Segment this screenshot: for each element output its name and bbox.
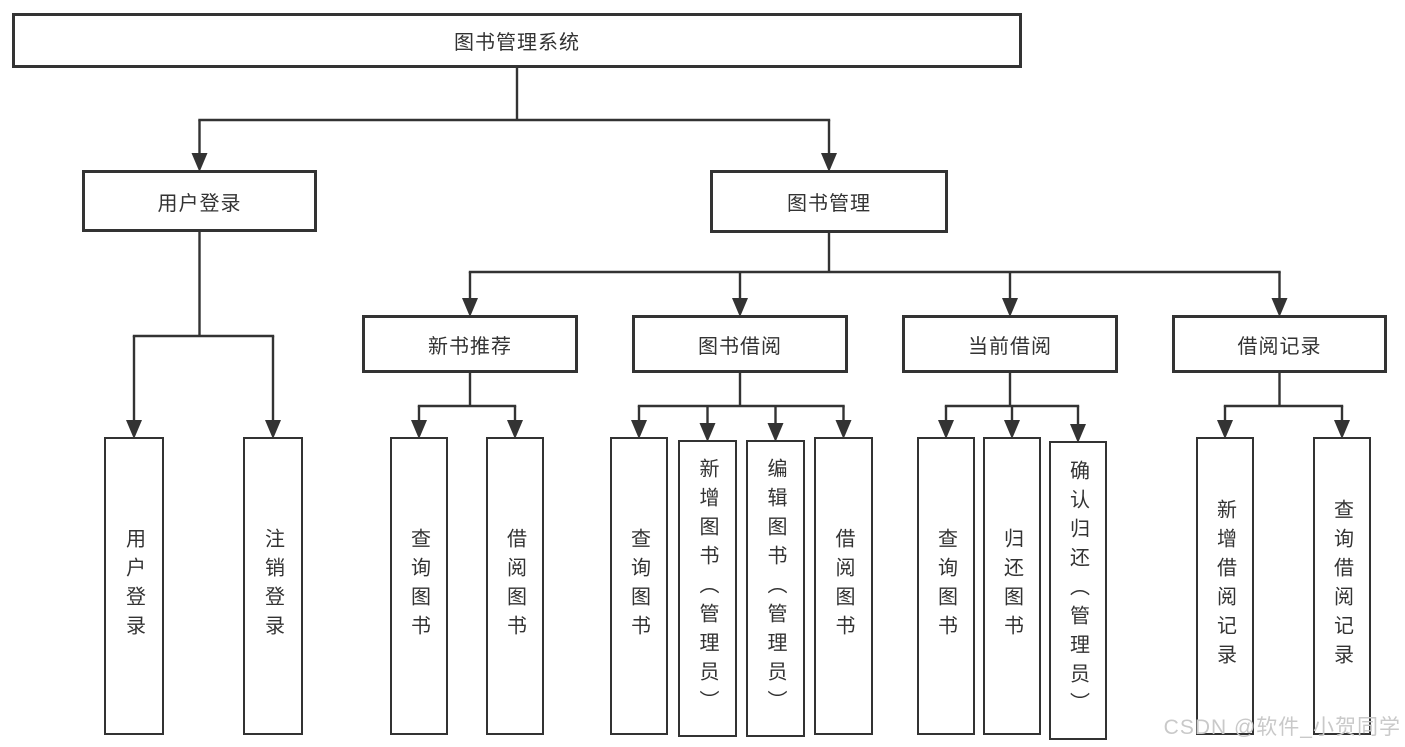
node-c-return: 归还图书 xyxy=(983,437,1041,735)
node-root: 图书管理系统 xyxy=(12,13,1022,68)
arrowhead-icon xyxy=(1271,298,1288,317)
node-newrec: 新书推荐 xyxy=(362,315,578,373)
arrowhead-icon xyxy=(411,420,427,439)
node-label-login: 用户登录 xyxy=(157,192,242,215)
node-l-logout: 注销登录 xyxy=(243,437,303,735)
node-label-l-login: 用户登录 xyxy=(122,528,145,644)
arrowhead-icon xyxy=(1070,424,1086,443)
arrowhead-icon xyxy=(507,420,523,439)
arrowhead-icon xyxy=(1217,420,1233,439)
arrowhead-icon xyxy=(265,420,281,439)
node-label-c-confirm: 确认归还（管理员） xyxy=(1066,460,1089,721)
node-label-mgmt: 图书管理 xyxy=(787,193,871,215)
node-current: 当前借阅 xyxy=(902,315,1118,373)
node-label-c-query: 查询图书 xyxy=(934,528,957,644)
node-mgmt: 图书管理 xyxy=(710,170,948,233)
arrowhead-icon xyxy=(699,423,716,442)
node-b-edit: 编辑图书（管理员） xyxy=(746,440,805,737)
csdn-watermark: CSDN @软件_小贺同学 xyxy=(1163,716,1401,739)
node-label-root: 图书管理系统 xyxy=(454,32,580,54)
node-nr-query: 查询图书 xyxy=(390,437,448,735)
arrowhead-icon xyxy=(821,153,837,172)
node-label-current: 当前借阅 xyxy=(968,335,1052,358)
node-records: 借阅记录 xyxy=(1172,315,1387,373)
node-label-b-borrow: 借阅图书 xyxy=(832,528,854,644)
arrowhead-icon xyxy=(462,298,478,317)
node-b-query: 查询图书 xyxy=(610,437,668,735)
node-label-c-return: 归还图书 xyxy=(1000,528,1023,644)
arrowhead-icon xyxy=(1334,420,1350,439)
arrowhead-icon xyxy=(732,298,748,317)
arrowhead-icon xyxy=(631,420,647,439)
arrowhead-icon xyxy=(1002,298,1018,317)
node-label-l-logout: 注销登录 xyxy=(261,528,284,644)
node-label-r-add: 新增借阅记录 xyxy=(1213,499,1236,673)
node-login: 用户登录 xyxy=(82,170,317,232)
arrowhead-icon xyxy=(126,420,142,439)
node-label-b-query: 查询图书 xyxy=(627,528,650,644)
node-c-query: 查询图书 xyxy=(917,437,975,735)
node-label-newrec: 新书推荐 xyxy=(428,335,512,358)
node-borrow: 图书借阅 xyxy=(632,315,848,373)
node-r-add: 新增借阅记录 xyxy=(1196,437,1254,735)
node-label-nr-borrow: 借阅图书 xyxy=(503,528,526,644)
arrowhead-icon xyxy=(938,420,954,439)
node-label-b-add: 新增图书（管理员） xyxy=(696,458,718,719)
node-b-borrow: 借阅图书 xyxy=(814,437,873,735)
arrowhead-icon xyxy=(191,153,208,172)
node-label-records: 借阅记录 xyxy=(1237,335,1322,358)
node-label-borrow: 图书借阅 xyxy=(698,335,782,358)
node-label-b-edit: 编辑图书（管理员） xyxy=(764,458,786,719)
node-r-query: 查询借阅记录 xyxy=(1313,437,1371,735)
node-label-r-query: 查询借阅记录 xyxy=(1330,499,1353,673)
node-nr-borrow: 借阅图书 xyxy=(486,437,544,735)
arrowhead-icon xyxy=(1004,420,1020,439)
arrowhead-icon xyxy=(835,420,852,439)
node-l-login: 用户登录 xyxy=(104,437,164,735)
node-label-nr-query: 查询图书 xyxy=(407,528,430,644)
node-c-confirm: 确认归还（管理员） xyxy=(1049,441,1107,740)
node-b-add: 新增图书（管理员） xyxy=(678,440,737,737)
arrowhead-icon xyxy=(767,423,784,442)
